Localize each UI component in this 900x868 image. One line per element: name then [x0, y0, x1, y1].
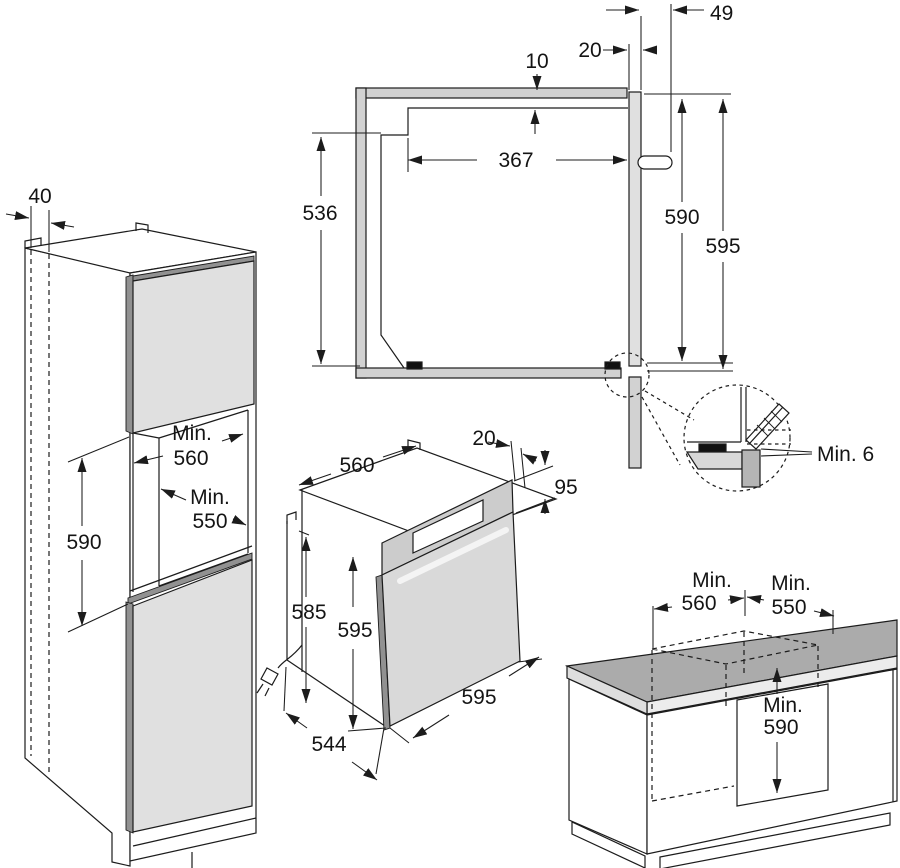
base-plinth-end — [571, 821, 646, 868]
niche-section-view: 10 20 49 367 536 590 595 — [302, 2, 874, 492]
detail-shelf-panel — [685, 451, 743, 470]
oven-position-dashed — [651, 630, 819, 802]
oven-foot-gasket-left — [406, 361, 423, 370]
oven-casing-outline — [380, 107, 628, 369]
dim-95-label: 95 — [554, 476, 577, 499]
power-cord — [277, 644, 303, 669]
dim-min550-base-word: Min. — [771, 572, 811, 595]
dim-10-label: 10 — [525, 50, 548, 73]
lower-door-panel — [132, 559, 253, 833]
detail-front-panel — [741, 449, 761, 488]
dim-590-tall-label: 590 — [66, 531, 101, 554]
tall-cabinet-view: 40 Min. 560 Min. 550 590 — [5, 185, 257, 868]
oven-door-panel — [381, 511, 521, 727]
upper-door-panel — [132, 260, 255, 434]
dim-min560-base-word: Min. — [692, 569, 732, 592]
detail-zoom-circle — [683, 384, 791, 492]
dim-min6-label: Min. 6 — [817, 443, 874, 466]
dim-min590-base-word: Min. — [763, 694, 803, 717]
dim-49-label: 49 — [710, 2, 733, 25]
niche-bottom-panel — [355, 367, 622, 379]
dim-590-label: 590 — [664, 206, 699, 229]
dim-min550-value: 550 — [192, 510, 227, 533]
lower-door-edge — [125, 601, 134, 834]
dim-min560-base-value: 560 — [681, 592, 716, 615]
detail-gasket — [698, 443, 727, 453]
detail-source-circle — [604, 352, 650, 398]
dim-20-oven-label: 20 — [472, 427, 495, 450]
dim-40-label: 40 — [28, 185, 51, 208]
oven-display-window — [412, 499, 484, 554]
dim-min550-base-value: 550 — [771, 596, 806, 619]
power-plug-icon — [260, 667, 279, 686]
oven-notch-back — [407, 439, 421, 450]
dim-min590-base-value: 590 — [763, 716, 798, 739]
base-cabinet-opening — [736, 683, 829, 807]
dim-min550-word: Min. — [190, 486, 230, 509]
base-cabinet-view: Min. 560 Min. 550 Min. 590 — [564, 569, 898, 868]
dim-min560-value: 560 — [173, 447, 208, 470]
tall-cabinet-side-panel — [24, 247, 131, 867]
niche-back-panel — [355, 87, 367, 379]
dim-367-label: 367 — [498, 149, 533, 172]
dim-536-label: 536 — [302, 202, 337, 225]
dim-585-label: 585 — [291, 601, 326, 624]
detail-oven-corner — [745, 403, 790, 450]
detail-callout-min6: Min. 6 — [604, 352, 874, 492]
dim-560-oven-label: 560 — [339, 454, 374, 477]
dim-595-width-label: 595 — [461, 686, 496, 709]
door-handle-section — [637, 155, 673, 170]
dim-544-label: 544 — [311, 733, 346, 756]
base-plinth-front — [659, 812, 891, 868]
dim-min560-word: Min. — [172, 422, 212, 445]
top-notch-left — [24, 237, 42, 248]
dim-595-height-label: 595 — [337, 619, 372, 642]
dim-20-label: 20 — [578, 39, 601, 62]
worktop-end-edge — [566, 665, 648, 715]
top-notch-back — [135, 222, 149, 233]
lower-door-top-edge — [127, 552, 253, 605]
oven-door-section — [628, 91, 642, 367]
dim-595-label: 595 — [705, 235, 740, 258]
furniture-front-section — [628, 376, 642, 469]
upper-door-edge — [125, 274, 134, 435]
niche-top-panel — [355, 87, 628, 99]
oven-appliance-view: 560 20 95 585 595 595 544 — [256, 427, 578, 781]
oven-notch-left — [286, 511, 297, 524]
oven-foot-gasket-right — [604, 361, 621, 370]
